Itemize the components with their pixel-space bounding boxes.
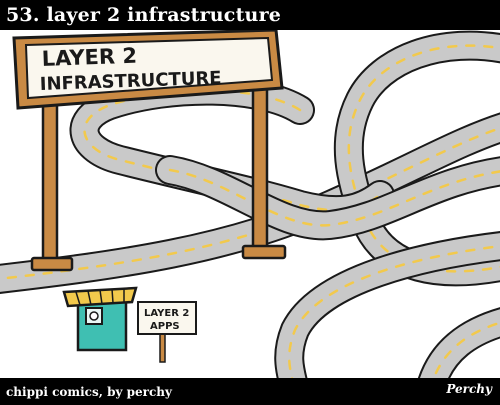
comic-illustration: LAYER 2 INFRASTRUCTURE LAYER 2 APPS [0,30,500,378]
infrastructure-sign: LAYER 2 INFRASTRUCTURE [12,30,287,272]
artist-signature: Perchy [446,382,492,396]
apps-sign-board [137,301,197,335]
sign-board [24,36,274,100]
comic-panel: LAYER 2 INFRASTRUCTURE LAYER 2 APPS [0,30,500,378]
sign-foot-right [241,244,287,260]
sign-foot-left [30,256,74,272]
comic-title: 53. layer 2 infrastructure [6,4,282,26]
small-sign-line2: APPS [150,321,180,332]
apps-sign: LAYER 2 APPS [137,301,197,363]
road-segment-far-right [418,307,500,378]
sign-post-right [251,68,269,257]
toll-booth [62,286,138,352]
sign-post-left [41,83,59,267]
road-segment-bottom-right [274,231,500,378]
comic-credit: chippi comics, by perchy [6,384,172,399]
booth-person-face [89,311,99,321]
small-sign-line1: LAYER 2 [144,308,189,319]
comic-title-bar: 53. layer 2 infrastructure [0,0,500,30]
comic-footer-bar: chippi comics, by perchy Perchy [0,378,500,405]
road-segment-middle-cross [155,155,500,241]
big-sign-line1: LAYER 2 [41,44,137,71]
